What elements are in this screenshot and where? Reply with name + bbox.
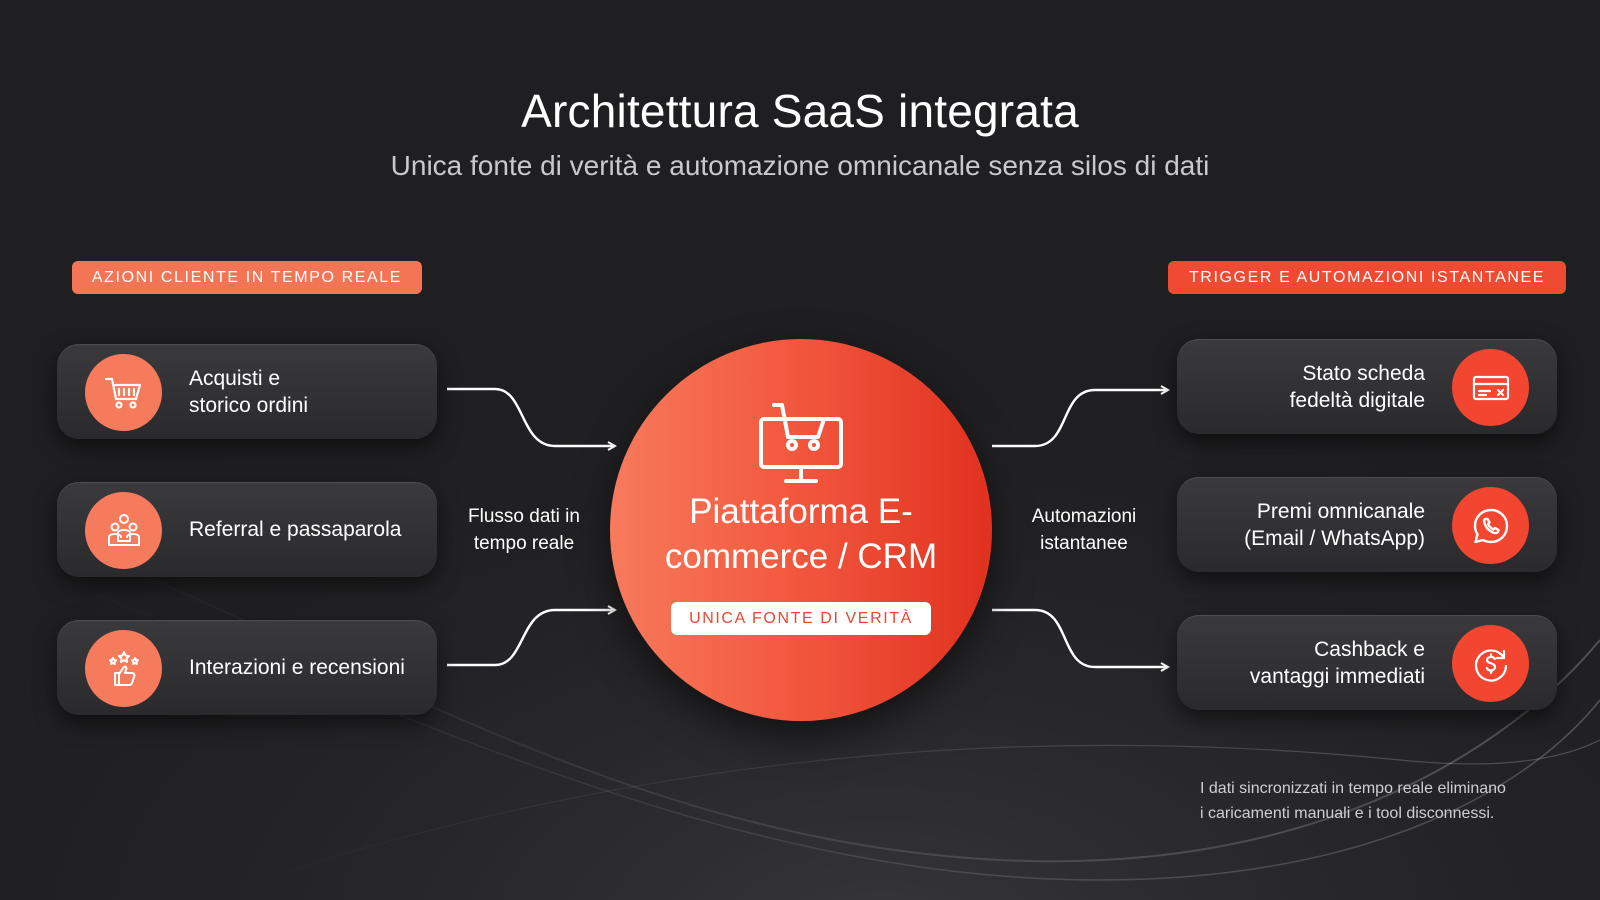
right-section-tag: TRIGGER E AUTOMAZIONI ISTANTANEE [1168,261,1566,294]
left-section-tag: AZIONI CLIENTE IN TEMPO REALE [72,261,422,294]
arrow-right-top [992,390,1168,448]
footnote: I dati sincronizzati in tempo reale elim… [1200,780,1506,822]
loyalty-card-icon [1452,349,1529,426]
whatsapp-icon [1452,487,1529,564]
arrow-left-top [447,387,615,446]
card-label: Stato scheda fedeltà digitale [1289,361,1425,412]
cashback-coin-icon [1452,625,1529,702]
card-label: Cashback e vantaggi immediati [1249,637,1425,688]
arrow-left-bottom [447,610,615,667]
right-flow-label: Automazioni istantanee [1031,506,1137,554]
left-flow-label: Flusso dati in tempo reale [468,506,580,554]
thumbs-up-stars-icon [85,630,162,707]
card-label: Referral e passaparola [189,518,402,541]
card-interactions: Interazioni e recensioni [57,620,437,715]
card-loyalty: Stato scheda fedeltà digitale [1177,339,1557,434]
page-title: Architettura SaaS integrata [521,85,1079,137]
card-purchases: Acquisti e storico ordini [57,344,437,439]
card-label: Acquisti e storico ordini [189,366,309,417]
card-rewards: Premi omnicanale (Email / WhatsApp) [1177,477,1557,572]
hub-badge: UNICA FONTE DI VERITÀ [671,602,931,635]
card-cashback: Cashback e vantaggi immediati [1177,615,1557,710]
cart-monitor-icon [759,403,843,483]
card-label: Premi omnicanale (Email / WhatsApp) [1244,499,1425,550]
page-subtitle: Unica fonte di verità e automazione omni… [390,150,1210,181]
arrow-right-bottom [992,608,1168,667]
card-referral: Referral e passaparola [57,482,437,577]
people-group-icon [85,492,162,569]
central-hub: Piattaforma E- commerce / CRM UNICA FONT… [610,339,992,721]
card-label: Interazioni e recensioni [189,656,405,679]
hub-title: Piattaforma E- commerce / CRM [664,492,938,576]
shopping-cart-icon [85,354,162,431]
